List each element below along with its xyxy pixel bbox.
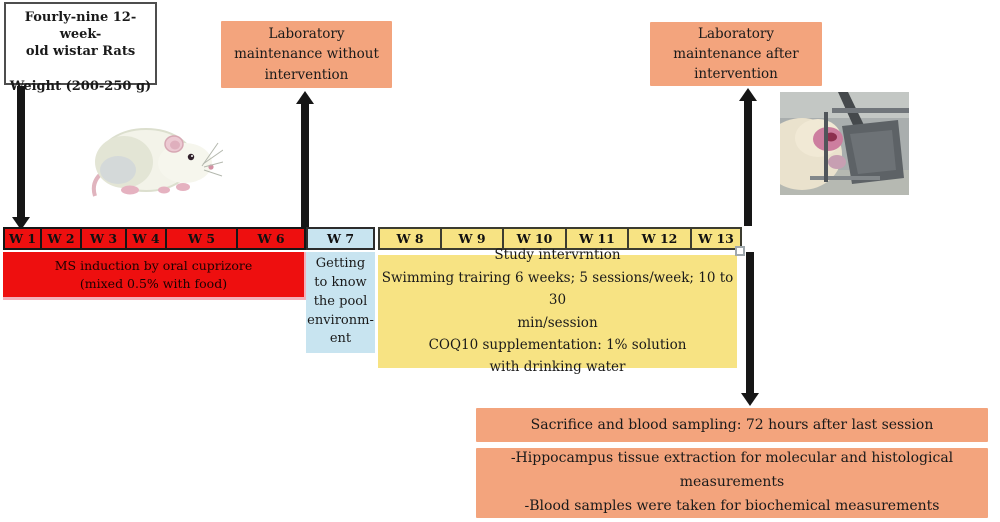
rat-illustration [88,110,224,209]
timeline-week-w5: W 5 [167,229,238,248]
lab-maintenance-before-box: Laboratory maintenance without intervent… [221,21,392,88]
timeline-week-w8: W 8 [380,229,442,248]
arrow-up-timeline-to-lab-after-icon [739,88,757,226]
timeline-week-w9: W 9 [442,229,504,248]
timeline-pool-segment: W 7 [306,227,375,250]
arrow-down-subjects-to-timeline-icon [12,86,30,230]
timeline-induction-segment: W 1 W 2 W 3 W 4 W 5 W 6 [3,227,306,250]
timeline-week-w4: W 4 [127,229,167,248]
selection-handle-artifact [735,246,745,256]
timeline-week-w1: W 1 [5,229,42,248]
rat-photo [762,92,909,199]
rat-procedure-photo-icon [762,92,909,195]
timeline-week-w11: W 11 [567,229,629,248]
timeline-week-w2: W 2 [42,229,82,248]
subjects-box: Fourly-nine 12-week- old wistar Rats Wei… [4,2,157,94]
sacrifice-box: Sacrifice and blood sampling: 72 hours a… [476,408,988,442]
timeline-week-w12: W 12 [629,229,692,248]
arrow-up-timeline-to-lab-before-icon [296,91,314,228]
pool-familiarization-box: Getting to know the pool environm- ent [306,252,375,353]
timeline-intervention-segment: W 8 W 9 W 10 W 11 W 12 W 13 [378,227,742,250]
timeline-week-w7: W 7 [326,231,355,246]
white-rat-icon [91,128,224,197]
timeline-week-w13: W 13 [698,231,734,246]
timeline-week-w6: W 6 [257,231,285,246]
ms-induction-box: MS induction by oral cuprizore (mixed 0.… [3,252,306,300]
arrow-down-timeline-to-sacrifice-icon [741,252,759,406]
study-intervention-box: Study intervrntion Swimming trairing 6 w… [378,247,737,375]
lab-maintenance-after-box: Laboratory maintenance after interventio… [650,22,822,86]
timeline-week-w10: W 10 [504,229,567,248]
measurements-box: -Hippocampus tissue extraction for molec… [476,448,988,518]
timeline-week-w3: W 3 [82,229,127,248]
